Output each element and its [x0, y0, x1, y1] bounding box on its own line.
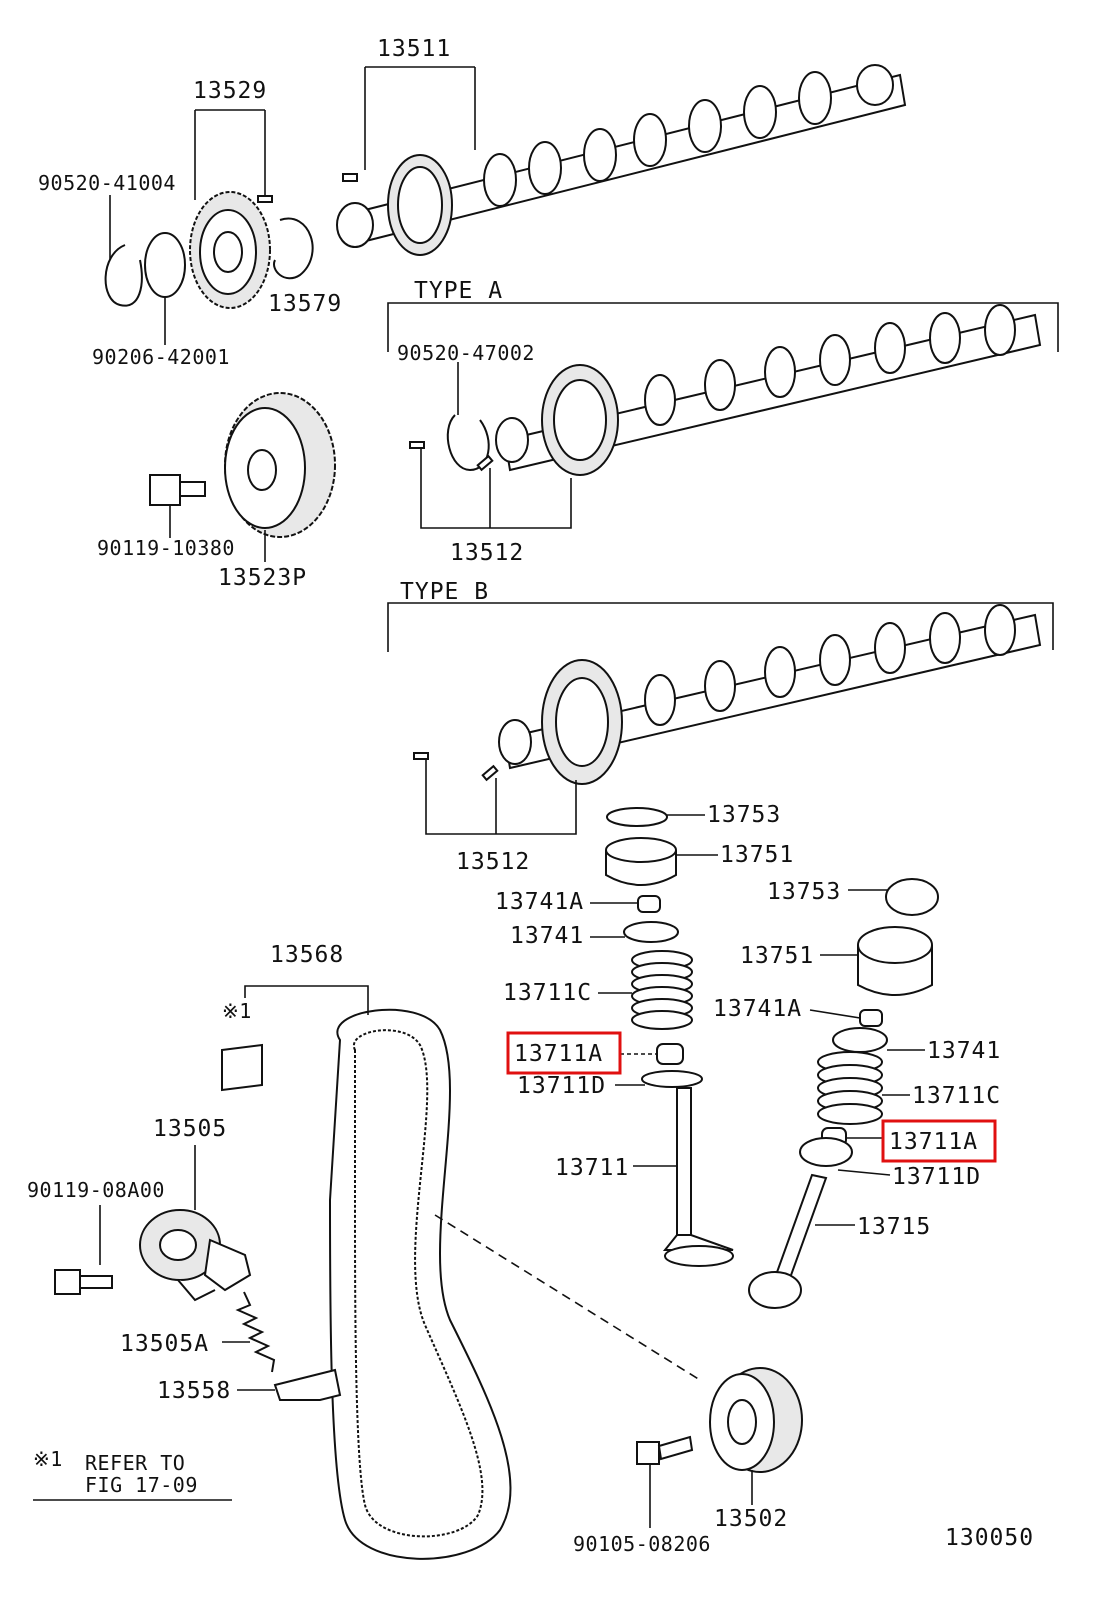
pin-13512-b[interactable] [413, 752, 429, 760]
label-13741-b[interactable]: 13741 [927, 1038, 1001, 1064]
label-13529[interactable]: 13529 [193, 78, 267, 104]
retainer-13741-a[interactable] [623, 921, 679, 943]
belt-guide-dashed [434, 1214, 701, 1381]
lifter-13751-b[interactable] [857, 926, 933, 996]
leader-13741A-b [809, 1009, 861, 1019]
shim-13753-a[interactable] [606, 807, 668, 827]
keeper-13741A-a[interactable] [637, 895, 661, 913]
label-13711C-b[interactable]: 13711C [912, 1083, 1001, 1109]
camshaft-type-a[interactable] [495, 304, 1042, 476]
spring-13711C-b[interactable] [817, 1051, 883, 1125]
snap-ring-90520-41004[interactable] [104, 244, 143, 307]
label-13511[interactable]: 13511 [377, 36, 451, 62]
camshaft-main[interactable] [336, 64, 907, 256]
bolt-90105-08206[interactable] [636, 1435, 694, 1465]
bolt-90119-10380[interactable] [149, 474, 206, 506]
tensioner-13505[interactable] [139, 1209, 252, 1302]
label-90105-08206[interactable]: 90105-08206 [573, 1532, 711, 1556]
label-13558[interactable]: 13558 [157, 1378, 231, 1404]
leader-13512-b [425, 759, 577, 835]
keeper-13741A-b[interactable] [859, 1009, 883, 1027]
label-13715[interactable]: 13715 [857, 1214, 931, 1240]
leader-13568 [244, 985, 369, 1015]
label-13711C-a[interactable]: 13711C [503, 980, 592, 1006]
label-13741A-a[interactable]: 13741A [495, 889, 584, 915]
camshaft-type-b[interactable] [498, 604, 1042, 785]
label-13751-b[interactable]: 13751 [740, 943, 814, 969]
highlight-13711A-b [881, 1119, 997, 1163]
pin-13512-a2[interactable] [476, 454, 494, 472]
note-line-2[interactable]: FIG 17-09 [85, 1473, 198, 1497]
leader-13512-a [420, 448, 572, 529]
label-13579[interactable]: 13579 [268, 291, 342, 317]
note-line-1[interactable]: REFER TO [85, 1451, 185, 1475]
label-90206-42001[interactable]: 90206-42001 [92, 345, 230, 369]
label-13741-a[interactable]: 13741 [510, 923, 584, 949]
figure-number[interactable]: 130050 [945, 1525, 1034, 1551]
bolt-13558[interactable] [273, 1368, 342, 1401]
label-13711A-b[interactable]: 13711A [889, 1129, 978, 1155]
note-mark[interactable]: ※1 [33, 1447, 63, 1471]
type-b-heading[interactable]: TYPE B [400, 579, 489, 605]
seat-13711D-a[interactable] [641, 1070, 703, 1088]
snap-ring-13579[interactable] [273, 217, 314, 280]
label-13502[interactable]: 13502 [714, 1506, 788, 1532]
label-13751-a[interactable]: 13751 [720, 842, 794, 868]
label-13568[interactable]: 13568 [270, 942, 344, 968]
label-13711D-b[interactable]: 13711D [892, 1164, 981, 1190]
pin-13511[interactable] [342, 173, 358, 182]
ring-90206-42001[interactable] [144, 232, 186, 298]
bolt-90119-08A00[interactable] [54, 1269, 113, 1295]
label-13711[interactable]: 13711 [555, 1155, 629, 1181]
spring-13505A[interactable] [235, 1291, 276, 1373]
pin-13529[interactable] [257, 195, 273, 203]
label-13711A-a[interactable]: 13711A [514, 1041, 603, 1067]
note-mark-label[interactable]: ※1 [222, 999, 252, 1023]
label-13505A[interactable]: 13505A [120, 1331, 209, 1357]
label-90119-10380[interactable]: 90119-10380 [97, 536, 235, 560]
label-13523P[interactable]: 13523P [218, 565, 307, 591]
type-b-bracket [387, 602, 1054, 652]
timing-belt-13568[interactable] [328, 1008, 512, 1560]
label-13512-b[interactable]: 13512 [456, 849, 530, 875]
leader-13711D-b [837, 1169, 891, 1176]
label-90119-08A00[interactable]: 90119-08A00 [27, 1178, 165, 1202]
label-90520-41004[interactable]: 90520-41004 [38, 171, 176, 195]
label-13505[interactable]: 13505 [153, 1116, 227, 1142]
snap-ring-90520-47002[interactable] [446, 414, 490, 472]
label-13512-a[interactable]: 13512 [450, 540, 524, 566]
pin-13512-b2[interactable] [481, 764, 499, 782]
seal-13711A-a[interactable] [656, 1043, 684, 1065]
label-sticker[interactable] [221, 1043, 263, 1092]
highlight-13711A-a [506, 1031, 622, 1075]
valve-13711[interactable] [662, 1087, 734, 1267]
valve-13715[interactable] [748, 1173, 828, 1309]
idler-pulley-13502[interactable] [709, 1367, 803, 1473]
shim-13753-b[interactable] [885, 878, 939, 916]
retainer-13741-b[interactable] [832, 1027, 888, 1053]
label-13753-b[interactable]: 13753 [767, 879, 841, 905]
pulley-13523P[interactable] [224, 392, 336, 538]
label-13711D-a[interactable]: 13711D [517, 1073, 606, 1099]
type-a-bracket [387, 302, 1059, 352]
label-13741A-b[interactable]: 13741A [713, 996, 802, 1022]
pin-13512-a[interactable] [409, 441, 425, 449]
lifter-13751-a[interactable] [605, 837, 677, 886]
spring-13711C-a[interactable] [631, 950, 693, 1030]
label-90520-47002[interactable]: 90520-47002 [397, 341, 535, 365]
gear-13529[interactable] [189, 191, 271, 309]
seat-13711D-b[interactable] [799, 1137, 853, 1167]
type-a-heading[interactable]: TYPE A [414, 278, 503, 304]
label-13753-a[interactable]: 13753 [707, 802, 781, 828]
